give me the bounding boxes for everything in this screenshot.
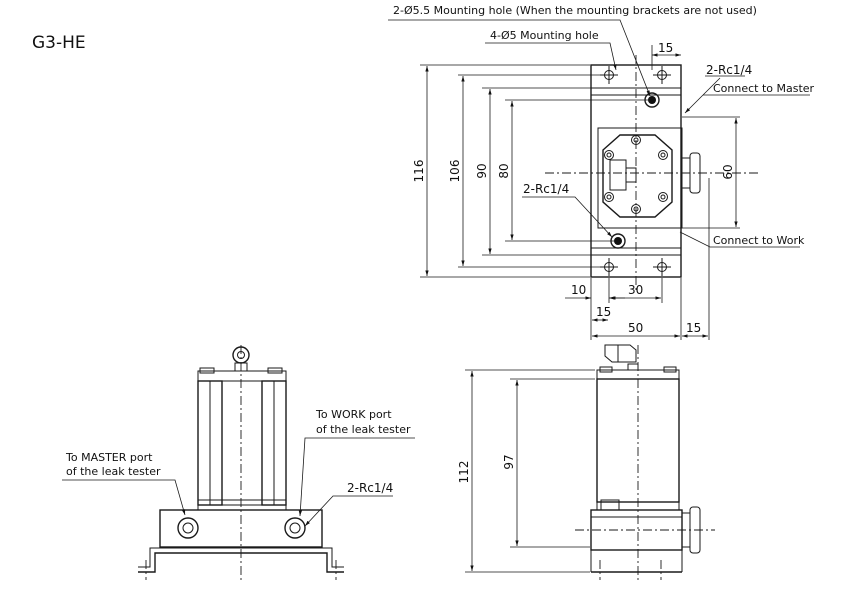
dim-97: 97 [502,454,516,469]
dim-50: 50 [628,321,643,335]
dim-90: 90 [475,163,489,178]
label-port-top: 2-Rc1/4 [706,63,752,77]
top-view [388,19,810,340]
dim-15-top: 15 [658,41,673,55]
dim-80: 80 [497,163,511,178]
label-to-master-2: of the leak tester [66,465,161,478]
label-mount-hole-5: 4-Ø5 Mounting hole [490,29,599,42]
plate-mounting-holes [600,66,671,276]
dim-116: 116 [412,160,426,183]
label-port-left: 2-Rc1/4 [523,182,569,196]
label-connect-master: Connect to Master [713,82,815,95]
dim-10: 10 [571,283,586,297]
label-to-master-1: To MASTER port [65,451,153,464]
label-to-work-1: To WORK port [315,408,392,421]
model-title: G3-HE [32,33,86,53]
label-mount-hole-55: 2-Ø5.5 Mounting hole (When the mounting … [393,4,757,17]
dim-15-lower: 15 [596,305,611,319]
dim-15-right: 15 [686,321,701,335]
dim-106: 106 [448,160,462,183]
front-view [62,345,415,582]
label-to-work-2: of the leak tester [316,423,411,436]
label-connect-work: Connect to Work [713,234,805,247]
dim-30: 30 [628,283,643,297]
hex-cap [602,134,673,218]
side-view [465,344,715,582]
label-port-front: 2-Rc1/4 [347,481,393,495]
top-ports [610,92,660,249]
dim-60: 60 [721,164,735,179]
dim-112: 112 [457,461,471,484]
